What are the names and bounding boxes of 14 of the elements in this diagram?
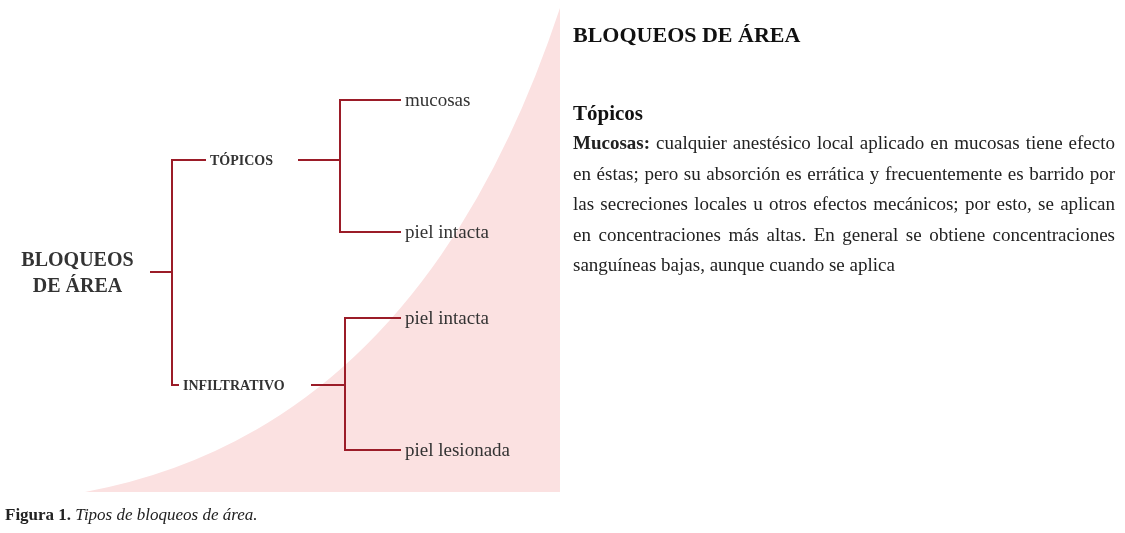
- connector-line: [310, 384, 402, 451]
- subsection-heading: Tópicos: [573, 100, 644, 127]
- tree-node-label: piel intacta: [405, 306, 515, 330]
- connector-line: [149, 271, 180, 386]
- figure-caption: Figura 1. Tipos de bloqueos de área.: [5, 504, 258, 526]
- tree-node-label: piel lesionada: [405, 438, 540, 462]
- tree-node-label: piel intacta: [405, 220, 515, 244]
- tree-node-label: TÓPICOS: [210, 150, 292, 170]
- body-paragraph: Mucosas: cualquier anestésico local aplicado en mucosas tiene efecto en éstas; pero su absorción es errática y frecuentemente es barrido por las secreciones locales u otros efectos mecánicos; por esto, se aplican en concentraciones más altas. En general se obtiene concentraciones sanguíneas bajas, aunque cuando se aplica: [573, 131, 1115, 277]
- section-heading: BLOQUEOS DE ÁREA: [573, 21, 802, 49]
- connector-line: [297, 159, 402, 233]
- tree-node-label: BLOQUEOS DE ÁREA: [5, 242, 150, 302]
- tree-node-label: mucosas: [405, 88, 495, 112]
- tree-node-label: INFILTRATIVO: [183, 375, 305, 395]
